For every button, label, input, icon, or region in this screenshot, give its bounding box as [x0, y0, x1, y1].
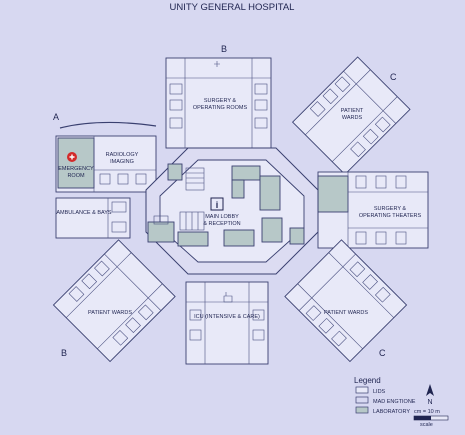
label-surgery-right: SURGERY &OPERATING THEATERS	[359, 206, 422, 219]
label-patient-wards-se: PATIENT WARDS	[324, 310, 368, 316]
legend-item-lab: LABORATORY	[373, 409, 410, 415]
label-main-lobby: MAIN LOBBY& RECEPTION	[203, 214, 240, 227]
info-symbol: i	[216, 200, 219, 210]
wing-label-c-bottom: C	[379, 348, 386, 358]
legend-swatch-lids	[355, 386, 369, 394]
label-icu: ICU (INTENSIVE & CARE)	[194, 314, 260, 320]
legend-swatch-mad	[355, 396, 369, 404]
north-arrow: N	[426, 384, 434, 406]
wing-surgery-top: SURGERY &OPERATING ROOMS	[165, 57, 272, 149]
scale-bar: cm = 10 m scale	[413, 409, 449, 428]
wing-surgery-right: SURGERY &OPERATING THEATERS	[317, 171, 429, 249]
legend: Legend LIDS MAD ENGTIONE LABORATORY	[354, 376, 416, 415]
map-title: UNITY GENERAL HOSPITAL	[170, 2, 295, 13]
wing-label-c-top: C	[390, 72, 397, 82]
wing-label-b-top: B	[221, 44, 227, 54]
label-ambulance: AMBULANCE & BAYS	[56, 210, 112, 216]
wing-patient-wards-ne	[291, 56, 411, 176]
legend-title: Legend	[354, 376, 381, 385]
legend-item-mad: MAD ENGTIONE	[373, 399, 416, 405]
wing-patient-wards-se	[284, 239, 408, 363]
scale-label: cm = 10 m	[414, 409, 440, 415]
north-arrow-icon	[426, 384, 434, 396]
label-patient-wards-sw: PATIENT WARDS	[88, 310, 132, 316]
wing-label-b-bottom: B	[61, 348, 67, 358]
wing-label-a: A	[53, 112, 59, 122]
info-icon	[210, 197, 224, 211]
central-hub: i MAIN LOBBY& RECEPTION	[145, 147, 319, 275]
wing-patient-wards-sw	[52, 239, 176, 363]
scale-caption: scale	[420, 422, 433, 428]
north-label: N	[427, 399, 432, 406]
legend-item-lids: LIDS	[373, 389, 386, 395]
label-surgery-top: SURGERY &OPERATING ROOMS	[193, 98, 248, 111]
legend-swatch-lab	[355, 406, 369, 414]
wing-icu: ICU (INTENSIVE & CARE)	[185, 281, 269, 365]
wing-ambulance: AMBULANCE & BAYS	[55, 197, 131, 239]
